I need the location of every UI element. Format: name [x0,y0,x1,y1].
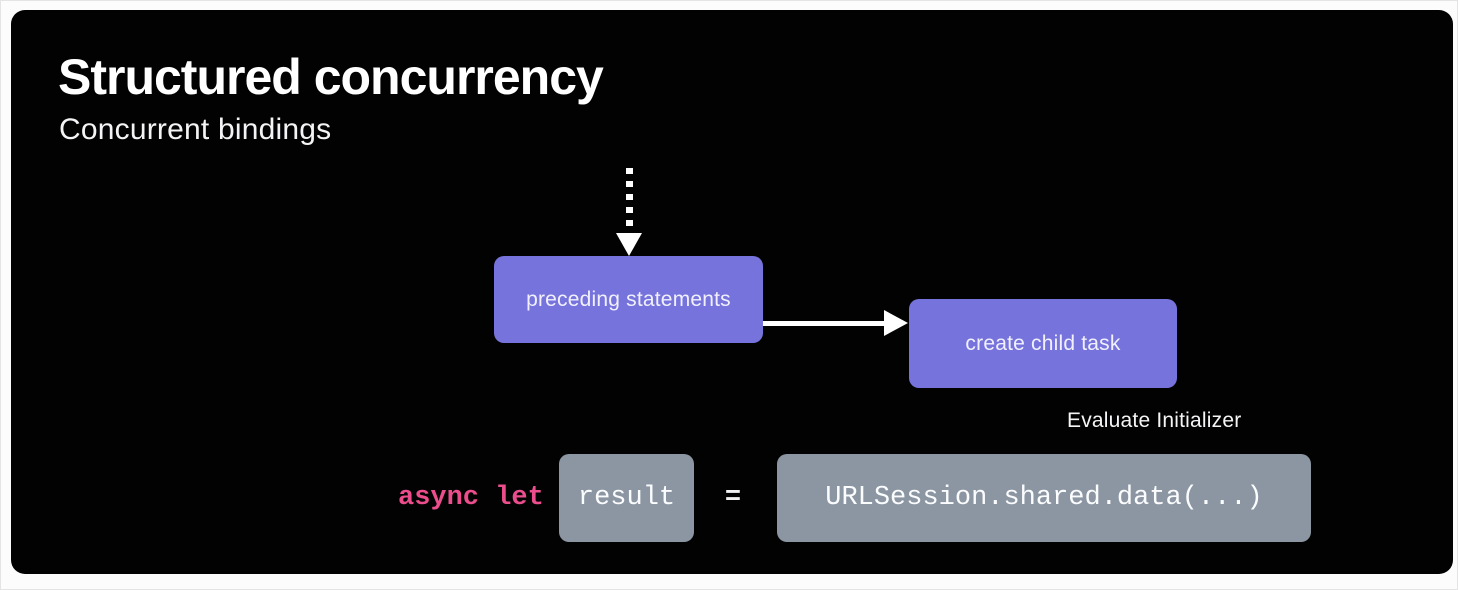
slide-subtitle: Concurrent bindings [59,113,332,146]
down-arrowhead [616,233,642,256]
evaluate-initializer-label: Evaluate Initializer [1067,409,1242,432]
right-arrowhead [884,310,908,336]
slide-title: Structured concurrency [58,49,604,105]
dotted-line [626,168,633,234]
dotted-down-arrow-icon [615,168,643,258]
result-variable-label: result [577,483,676,513]
create-child-task-node: create child task [909,299,1177,388]
right-arrow-icon [763,310,909,337]
arrow-line [763,321,885,326]
equals-sign: = [724,483,742,513]
slide: Structured concurrency Concurrent bindin… [11,10,1453,574]
preceding-statements-node: preceding statements [494,256,763,343]
preceding-statements-label: preceding statements [526,287,731,311]
create-child-task-label: create child task [965,331,1121,355]
code-keyword-async-let: async let [398,483,544,513]
result-variable-box: result [559,454,694,542]
initializer-expression-box: URLSession.shared.data(...) [777,454,1311,542]
initializer-expression-label: URLSession.shared.data(...) [825,483,1263,513]
